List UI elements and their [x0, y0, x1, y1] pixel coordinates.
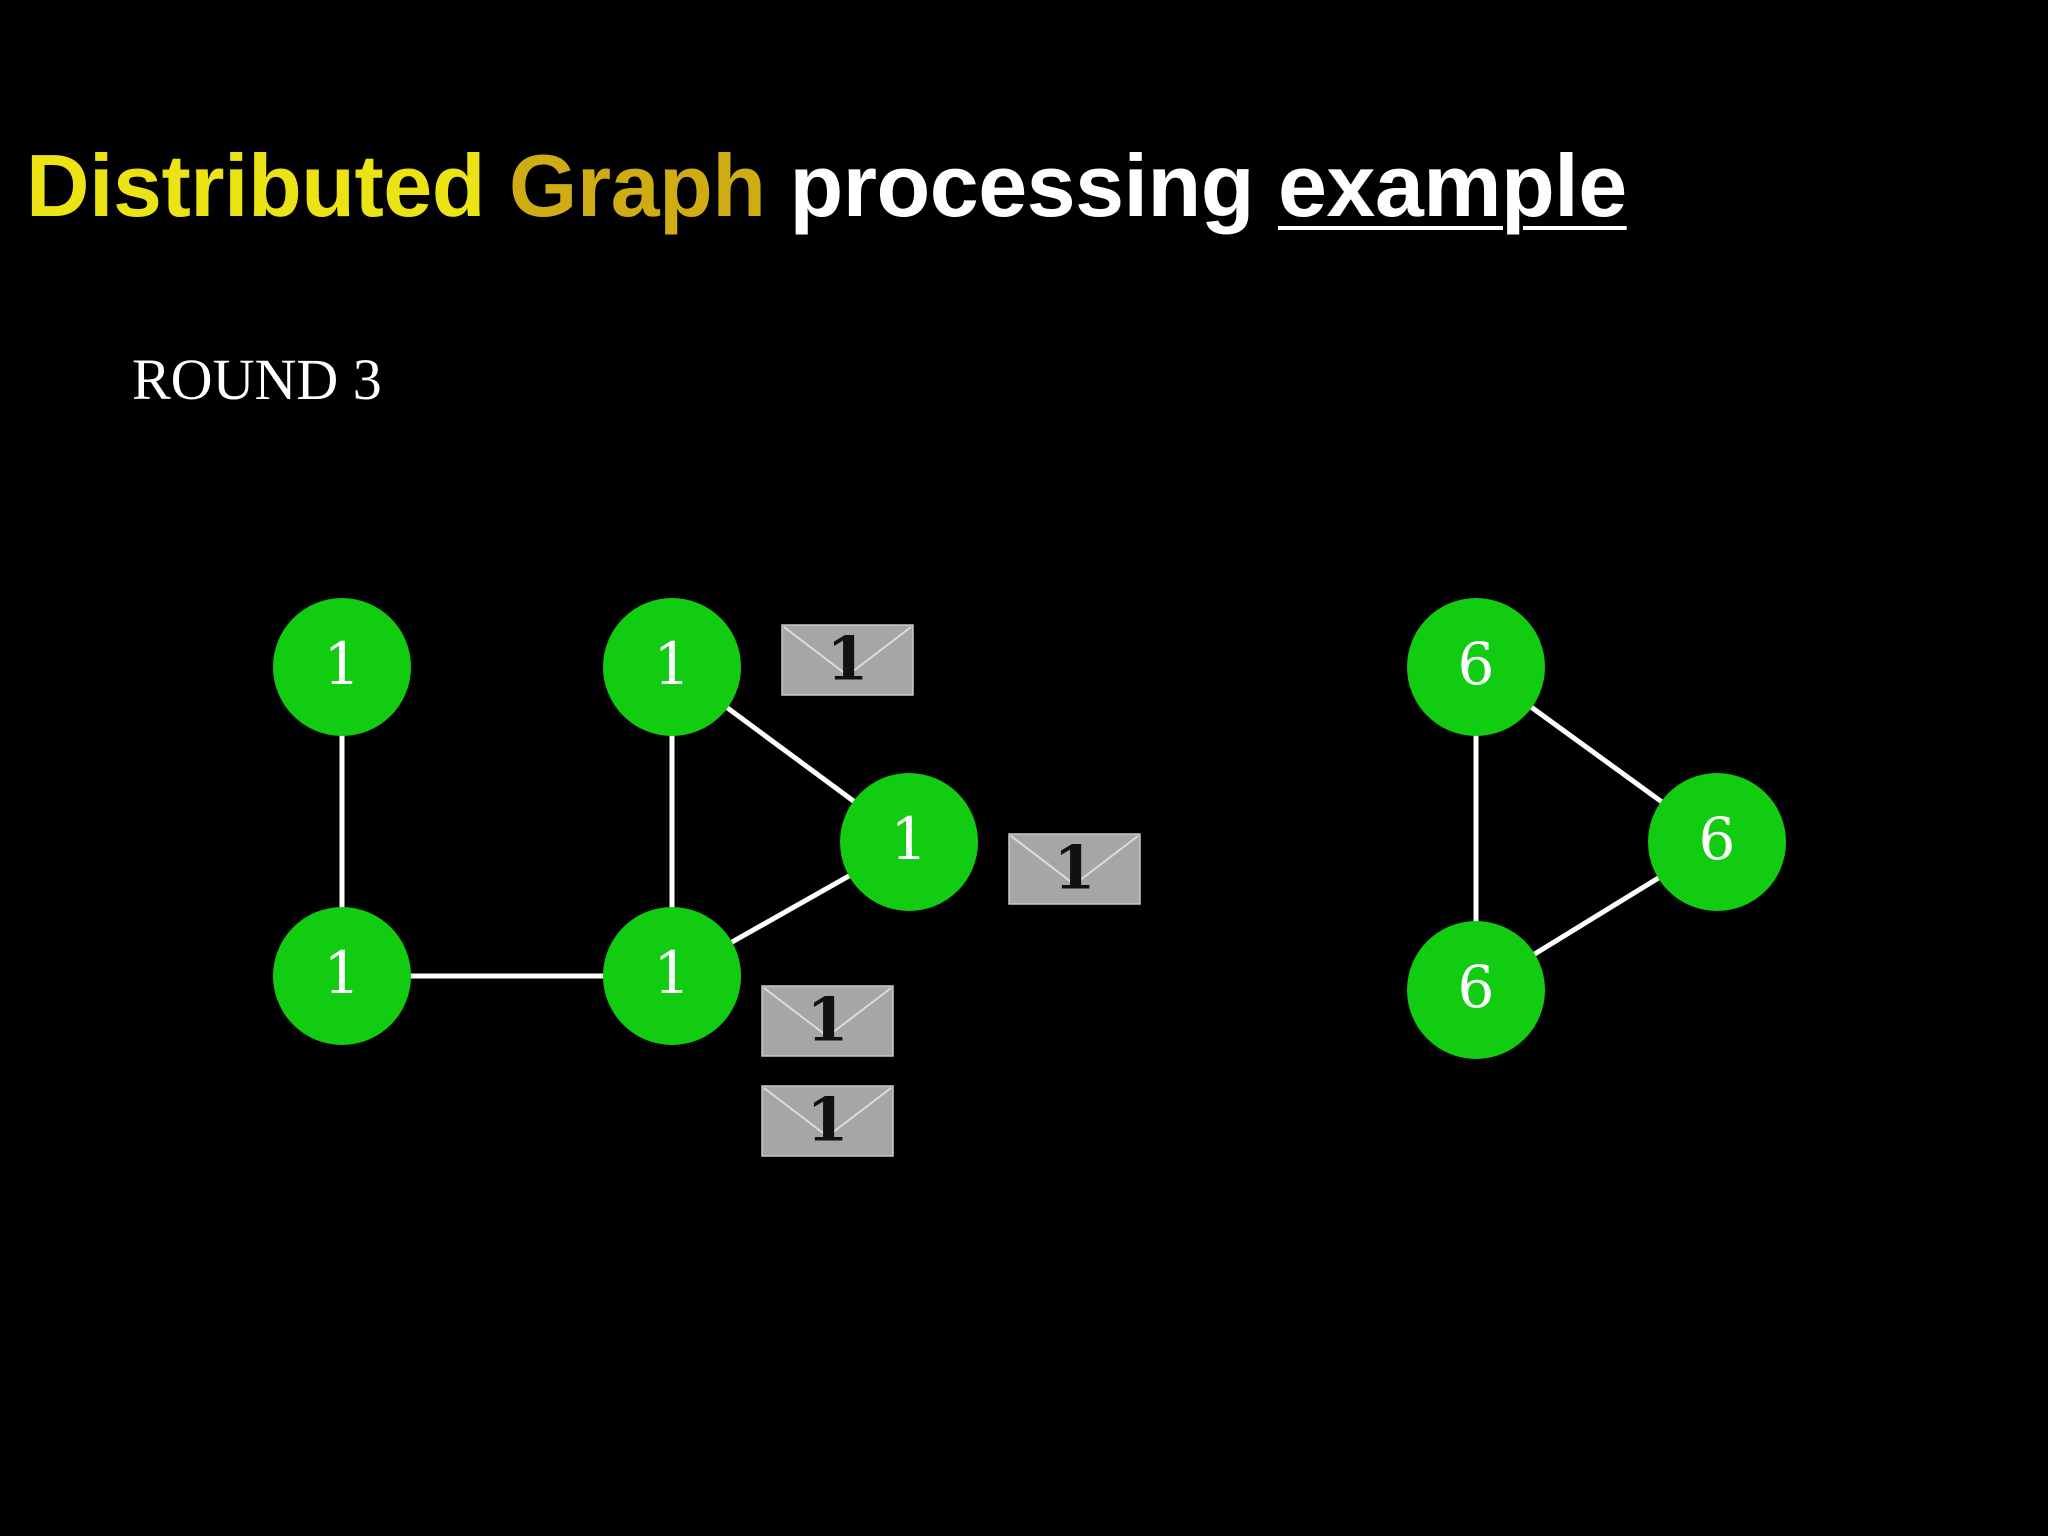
- node-circle: [1407, 598, 1545, 736]
- message-label: 1: [827, 625, 869, 695]
- graph-node: 6: [1407, 598, 1545, 736]
- messages-layer: 1 1 1 1: [761, 624, 1141, 1157]
- node-label: 6: [1699, 805, 1736, 873]
- node-circle: [273, 598, 411, 736]
- round-label: ROUND 3: [132, 347, 382, 412]
- envelope-icon: 1: [761, 1085, 894, 1157]
- node-circle: [1648, 773, 1786, 911]
- message-label: 1: [807, 1086, 849, 1156]
- node-label: 1: [654, 939, 691, 1007]
- envelope-body: [1008, 833, 1141, 905]
- title-word-distributed: Distributed: [26, 136, 485, 235]
- envelope-body: [781, 624, 914, 696]
- graph-node: 1: [273, 598, 411, 736]
- envelope-flap: [763, 1087, 892, 1138]
- graph-node: 1: [603, 907, 741, 1045]
- node-circle: [603, 907, 741, 1045]
- envelope-icon: 1: [781, 624, 914, 696]
- node-label: 1: [891, 805, 928, 873]
- node-circle: [603, 598, 741, 736]
- envelope-icon: 1: [1008, 833, 1141, 905]
- title-word-graph: Graph: [508, 136, 766, 235]
- node-label: 6: [1458, 630, 1495, 698]
- graph-node: 1: [603, 598, 741, 736]
- graph-node: 1: [840, 773, 978, 911]
- title-word-example: example: [1277, 136, 1627, 235]
- node-circle: [840, 773, 978, 911]
- message-label: 1: [1054, 834, 1096, 904]
- node-circle: [273, 907, 411, 1045]
- node-label: 1: [324, 630, 361, 698]
- envelope-flap: [1010, 835, 1139, 886]
- nodes-layer: 1 1 1 1 1 6 6 6: [273, 598, 1786, 1059]
- envelope-icon: 1: [761, 985, 894, 1057]
- slide-title: Distributed Graph processing example: [26, 126, 1627, 246]
- envelope-flap: [783, 626, 912, 677]
- graph-node: 1: [273, 907, 411, 1045]
- node-label: 1: [324, 939, 361, 1007]
- graph-node: 6: [1648, 773, 1786, 911]
- envelope-body: [761, 985, 894, 1057]
- envelope-flap: [763, 987, 892, 1038]
- node-label: 1: [654, 630, 691, 698]
- envelope-body: [761, 1085, 894, 1157]
- message-label: 1: [807, 986, 849, 1056]
- title-word-processing: processing: [789, 136, 1255, 235]
- graph-node: 6: [1407, 921, 1545, 1059]
- node-circle: [1407, 921, 1545, 1059]
- node-label: 6: [1458, 953, 1495, 1021]
